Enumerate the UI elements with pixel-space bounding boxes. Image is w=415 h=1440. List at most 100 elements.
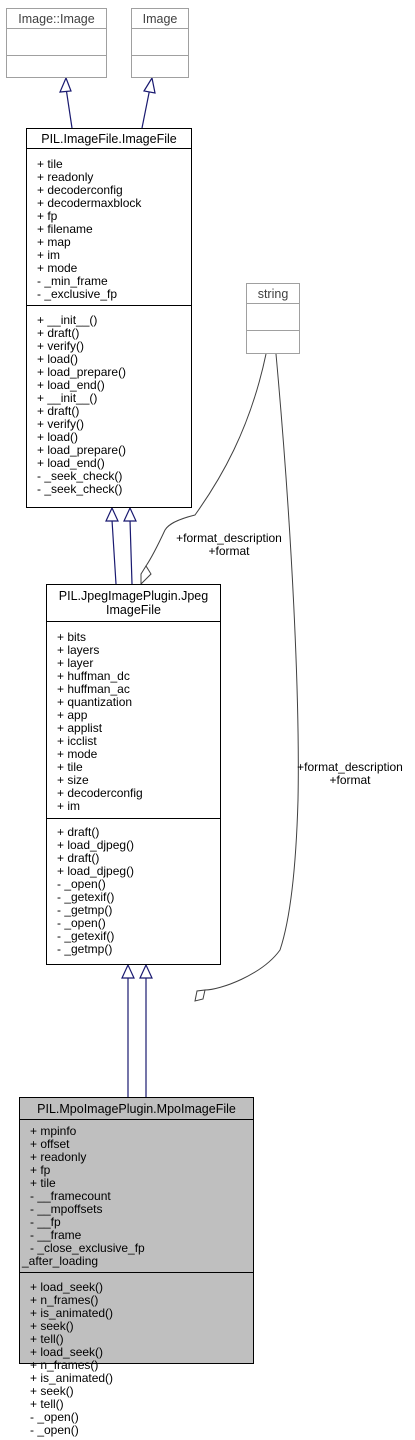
attribute: - __frame	[30, 1228, 82, 1242]
attribute: + app	[57, 708, 88, 722]
method: + verify()	[37, 339, 85, 353]
edge-label-string-jpeg: +format_description +format	[170, 532, 288, 558]
arrowhead-jpeg-b	[139, 963, 153, 979]
attribute: + mpinfo	[30, 1124, 77, 1138]
attribute: + decoderconfig	[37, 183, 123, 197]
attribute: - __fp	[30, 1215, 61, 1229]
method: + __init__()	[37, 391, 98, 405]
method: + tell()	[30, 1332, 64, 1346]
attribute: + decoderconfig	[57, 786, 143, 800]
method: - _getmp()	[57, 903, 113, 917]
method: - _open()	[30, 1423, 79, 1437]
attribute: + bits	[57, 630, 87, 644]
attribute: + readonly	[30, 1150, 87, 1164]
edge-string-to-mpo	[204, 353, 299, 991]
attribute: - _exclusive_fp	[37, 287, 118, 301]
method: + seek()	[30, 1384, 74, 1398]
edge-label-line: +format	[208, 544, 250, 558]
method: - _getexif()	[57, 890, 115, 904]
edge-string-to-jpeg	[145, 353, 267, 567]
arrowhead-imagefile-b	[123, 506, 137, 522]
method: + load_prepare()	[37, 365, 127, 379]
class-name: PIL.ImageFile.ImageFile	[41, 132, 177, 146]
attribute: + im	[37, 248, 61, 262]
method: + draft()	[57, 851, 100, 865]
attribute: + mode	[37, 261, 78, 275]
edge-label-line: +format_description	[176, 531, 282, 545]
method: + n_frames()	[30, 1358, 99, 1372]
class-mpoimagefile[interactable]: PIL.MpoImagePlugin.MpoImageFile + mpinfo…	[19, 1097, 254, 1437]
attribute: - _close_exclusive_fp	[30, 1241, 145, 1255]
class-name: PIL.JpegImagePlugin.Jpeg ImageFile	[47, 585, 220, 621]
method: - _seek_check()	[37, 482, 123, 496]
method: + draft()	[37, 404, 80, 418]
class-name-line: PIL.JpegImagePlugin.Jpeg	[58, 589, 209, 603]
method: + load_seek()	[30, 1280, 104, 1294]
arrowhead-image	[143, 76, 156, 94]
class-image-image[interactable]: Image::Image	[6, 8, 107, 78]
attribute: - __framecount	[30, 1189, 111, 1203]
method: + load()	[37, 430, 79, 444]
class-imagefile[interactable]: PIL.ImageFile.ImageFile + tile + readonl…	[26, 128, 192, 508]
attribute: + fp	[37, 209, 58, 223]
method: + __init__()	[37, 313, 98, 327]
method: - _seek_check()	[37, 469, 123, 483]
method: + load_prepare()	[37, 443, 127, 457]
attribute: + huffman_ac	[57, 682, 130, 696]
methods-section	[7, 55, 106, 82]
class-name-line: ImageFile	[106, 603, 161, 617]
method: + load_djpeg()	[57, 864, 135, 878]
attribute: + im	[57, 799, 81, 813]
edge-jpeg-to-imagefile-a	[111, 519, 117, 585]
method: + load_seek()	[30, 1345, 104, 1359]
method: + is_animated()	[30, 1306, 114, 1320]
attribute: + layers	[57, 643, 100, 657]
attribute: + tile	[57, 760, 83, 774]
method: - _open()	[57, 916, 106, 930]
attribute: + readonly	[37, 170, 94, 184]
attribute: + mode	[57, 747, 98, 761]
method: - _getexif()	[57, 929, 115, 943]
attribute: + decodermaxblock	[37, 196, 142, 210]
method: + seek()	[30, 1319, 74, 1333]
attribute: + tile	[37, 157, 63, 171]
attribute: + applist	[57, 721, 103, 735]
relationship-edges	[59, 76, 299, 1097]
method: - _getmp()	[57, 942, 113, 956]
methods-section	[247, 330, 299, 357]
attributes-section	[7, 28, 106, 55]
attribute: + size	[57, 773, 89, 787]
arrowhead-imagefile-a	[105, 506, 119, 522]
attribute: + map	[37, 235, 71, 249]
edge-jpeg-to-imagefile-b	[129, 519, 133, 585]
diamond-jpeg	[140, 565, 152, 586]
class-string[interactable]: string	[246, 283, 300, 354]
methods-section	[132, 55, 188, 82]
attributes-section: + tile + readonly + decoderconfig + deco…	[27, 148, 191, 305]
edge-imagefile-to-image	[141, 87, 151, 129]
edge-imagefile-to-image-image	[65, 87, 73, 129]
edge-label-line: +format_description	[297, 760, 403, 774]
attribute: + offset	[30, 1137, 70, 1151]
class-jpegimagefile[interactable]: PIL.JpegImagePlugin.Jpeg ImageFile + bit…	[46, 584, 221, 965]
attributes-section: + mpinfo + offset + readonly + fp + tile…	[20, 1119, 253, 1272]
method: + load_djpeg()	[57, 838, 135, 852]
methods-section: + load_seek() + n_frames() + is_animated…	[20, 1272, 253, 1440]
method: + load_end()	[37, 378, 105, 392]
edge-label-string-mpo: +format_description +format	[290, 761, 410, 787]
attributes-section: + bits + layers + layer + huffman_dc + h…	[47, 621, 220, 818]
attributes-section	[247, 303, 299, 330]
arrowhead-jpeg-a	[121, 963, 135, 979]
class-image[interactable]: Image	[131, 8, 189, 78]
attribute: + fp	[30, 1163, 51, 1177]
attribute: - __mpoffsets	[30, 1202, 103, 1216]
class-name: string	[257, 287, 289, 301]
method: + tell()	[30, 1397, 64, 1411]
method: + draft()	[57, 825, 100, 839]
attribute: _after_loading	[22, 1254, 99, 1268]
method: - _open()	[57, 877, 106, 891]
methods-section: + draft() + load_djpeg() + draft() + loa…	[47, 818, 220, 959]
arrowhead-image-image	[59, 76, 72, 93]
diamond-mpo	[194, 989, 206, 1002]
attribute: + filename	[37, 222, 93, 236]
